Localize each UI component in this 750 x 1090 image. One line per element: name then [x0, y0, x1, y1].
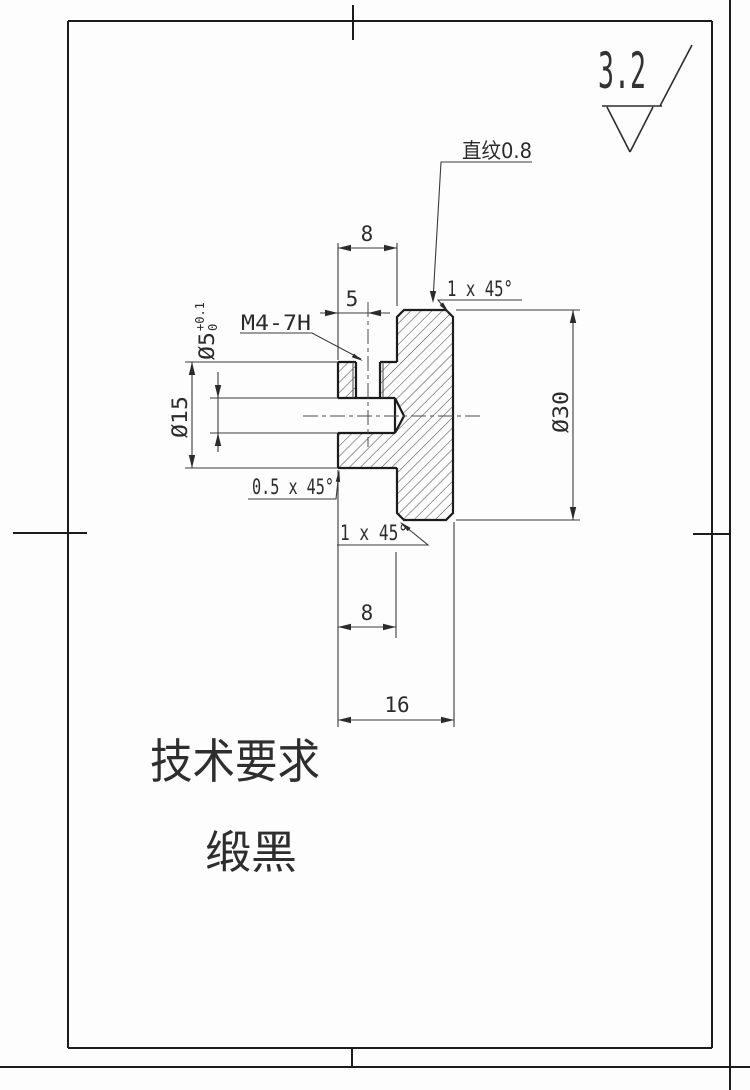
annotation-thread: M4-7H: [240, 311, 363, 361]
arrowhead: [439, 302, 449, 313]
arrowhead: [383, 623, 396, 631]
arrowhead: [441, 716, 454, 724]
arrowhead: [335, 470, 341, 483]
annotation-chamfer-bottom-left: 1 x 45°: [337, 521, 430, 546]
arrowhead: [368, 309, 381, 317]
arrowhead: [188, 455, 196, 468]
dim-text-boss-length: 8: [361, 222, 374, 246]
chamfer-label: 1 x 45°: [340, 521, 408, 545]
chamfer-label: 1 x 45°: [447, 277, 513, 301]
notes-title: 技术要求: [150, 735, 320, 790]
leader-line: [240, 332, 362, 360]
roughness-value: 3.2: [598, 42, 646, 100]
arrowhead: [569, 310, 577, 323]
annotation-knurl: 直纹0.8: [429, 139, 532, 303]
chamfer-label: 0.5 x 45°: [252, 475, 334, 499]
knurl-label: 直纹0.8: [462, 139, 532, 163]
arrowhead: [569, 507, 577, 520]
leader-line: [432, 161, 532, 301]
dim-total-length: 16: [338, 522, 455, 727]
arrowhead: [429, 291, 437, 303]
dim-text-bore-tol-upper: +0.1: [193, 302, 207, 331]
arrowhead: [384, 244, 397, 252]
arrowhead: [214, 433, 222, 446]
arrowhead: [338, 623, 351, 631]
dim-bore-diameter: Ø5 +0.1 0: [193, 302, 338, 452]
dim-text-thread-offset: 5: [346, 287, 359, 311]
arrowhead: [338, 244, 351, 252]
arrowhead: [214, 385, 222, 398]
inner-border: [67, 20, 713, 1049]
part-section-view: [303, 302, 480, 522]
dim-thread-offset: 5: [320, 287, 390, 317]
arrowhead: [338, 716, 351, 724]
roughness-check-mark: [602, 44, 693, 153]
section-hatch-left-wall: [338, 362, 356, 398]
arrowhead: [325, 309, 338, 317]
dim-head-diameter: Ø30: [456, 309, 580, 521]
dim-text-bore-tol-lower: 0: [206, 324, 220, 331]
dim-text-bore-depth: 8: [361, 601, 374, 625]
dim-bore-depth: 8: [337, 470, 397, 727]
arrowhead: [400, 522, 411, 532]
dimensions: 8 5 Ø5 +0.1 0 Ø15: [168, 222, 580, 727]
tapped-hole-outline: [354, 362, 382, 398]
part-outline: [336, 308, 455, 522]
dim-boss-length: 8: [337, 222, 398, 360]
leader-line: [337, 522, 430, 546]
arrowhead: [351, 353, 363, 361]
surface-roughness-symbol: 3.2: [598, 42, 693, 153]
dim-text-total-length: 16: [384, 693, 409, 717]
notes-line1: 缎黑: [205, 826, 297, 879]
dim-text-boss-diameter: Ø15: [168, 396, 192, 438]
bore-outline: [338, 396, 406, 435]
technical-notes: 技术要求 缎黑: [150, 735, 320, 879]
thread-major-lines: [352, 362, 384, 398]
annotations: 直纹0.8 M4-7H 1 x 45° 0.5 x 45° 1 x 45°: [240, 139, 532, 546]
thread-label: M4-7H: [241, 311, 311, 335]
dim-text-head-diameter: Ø30: [549, 391, 573, 433]
arrowhead: [188, 362, 196, 375]
annotation-chamfer-top-right: 1 x 45°: [436, 277, 522, 313]
dim-boss-diameter: Ø15: [168, 361, 338, 469]
annotation-chamfer-face: 0.5 x 45°: [248, 470, 341, 500]
dim-text-bore-diameter: Ø5: [195, 332, 219, 360]
